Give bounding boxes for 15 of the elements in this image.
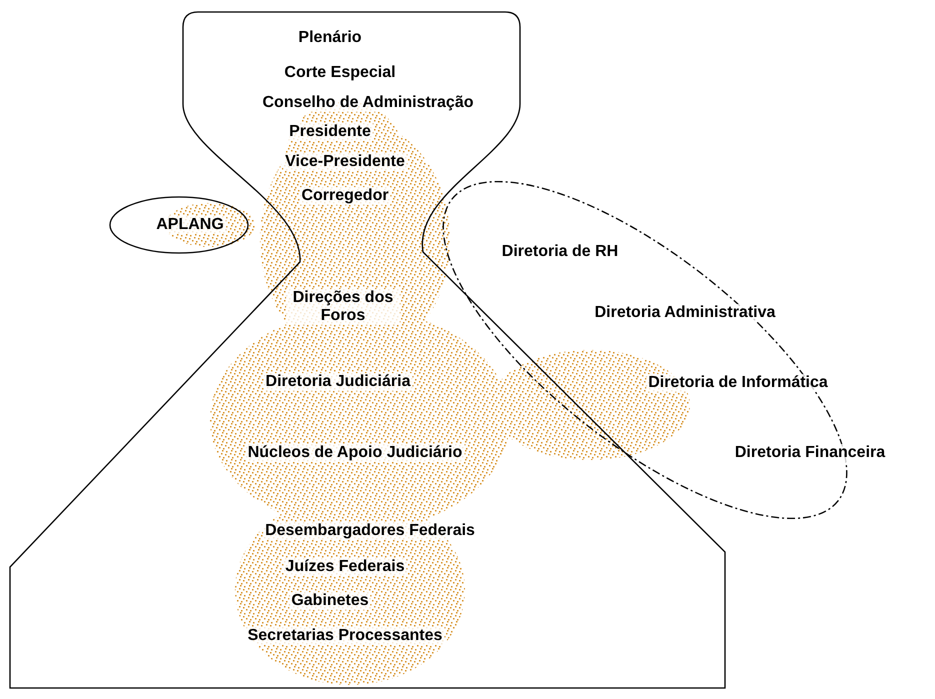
org-unit-label: Direções dos Foros (286, 289, 400, 325)
org-unit-label: Núcleos de Apoio Judiciário (246, 444, 464, 462)
org-unit-label: Juízes Federais (283, 558, 407, 576)
org-unit-label: Presidente (287, 123, 373, 141)
org-unit-label: APLANG (154, 216, 226, 234)
org-unit-label: Diretoria Judiciária (264, 373, 412, 391)
org-unit-label: Secretarias Processantes (246, 627, 444, 645)
org-unit-label: Corregedor (299, 187, 391, 205)
org-unit-label: Diretoria Financeira (732, 444, 888, 462)
org-unit-label: Diretoria Administrativa (592, 304, 778, 322)
org-unit-label: Conselho de Administração (260, 94, 476, 112)
org-unit-label: Vice-Presidente (283, 153, 407, 171)
org-unit-label: Desembargadores Federais (263, 522, 477, 540)
org-unit-label: Diretoria de Informática (646, 374, 830, 392)
org-unit-label: Gabinetes (289, 592, 371, 610)
